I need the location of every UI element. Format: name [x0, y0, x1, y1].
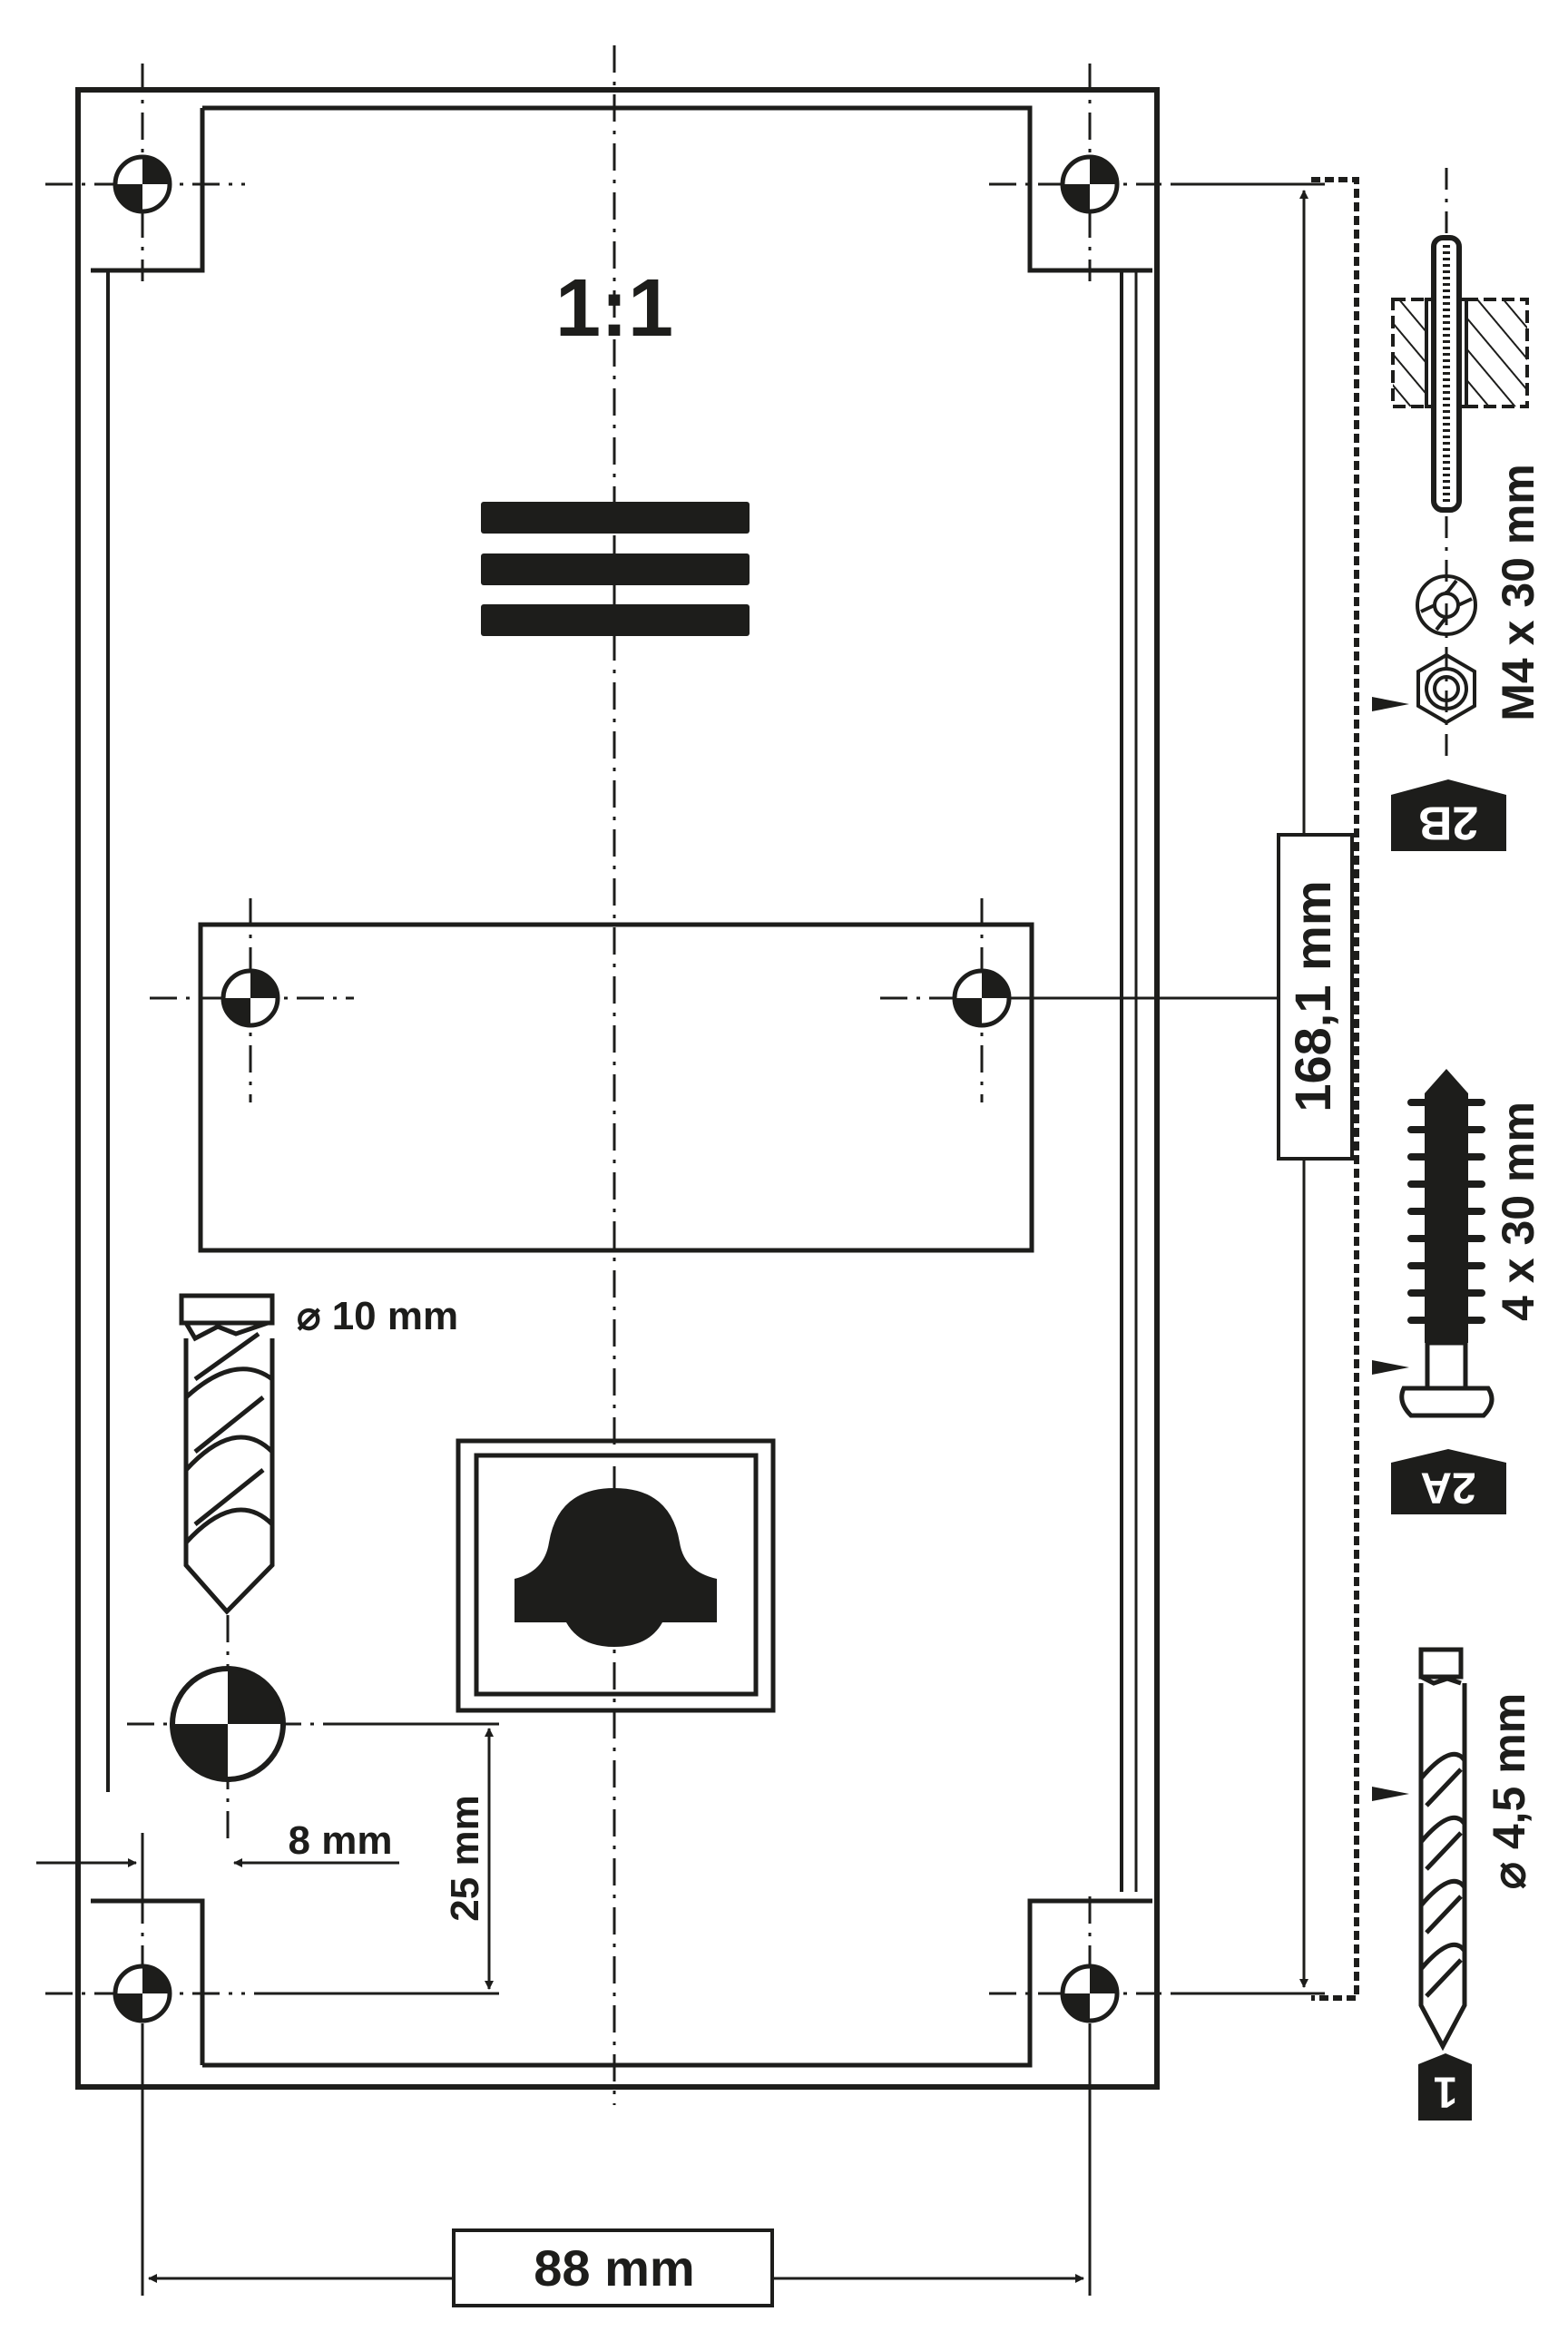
middle-plate [198, 922, 1034, 1253]
mounting-hole-top-left [115, 157, 170, 211]
svg-text:2B: 2B [1418, 796, 1478, 848]
mounting-hole-top-right [1063, 157, 1117, 211]
dim-25mm [254, 1722, 499, 1995]
screw-icon [1399, 1069, 1494, 1418]
pointer-arrow-icon [1372, 1787, 1409, 1801]
mounting-hole-mid-left [223, 971, 278, 1025]
mounting-hole-bottom-right [1063, 1966, 1117, 2021]
drill-bit-4-5mm-icon [1418, 1647, 1467, 2052]
dim-8mm-label: 8 mm [289, 1818, 393, 1863]
svg-text:2A: 2A [1420, 1463, 1475, 1511]
mounting-hole-mid-right [955, 971, 1009, 1025]
threaded-stud-icon [1391, 235, 1529, 513]
dim-height-label: 168,1 mm [1284, 880, 1341, 1112]
dim-width-label: 88 mm [534, 2239, 694, 2297]
bell-button [456, 1438, 776, 1713]
dim-25mm-label: 25 mm [443, 1795, 487, 1921]
bell-icon [514, 1488, 717, 1647]
hole-axes [45, 64, 1161, 2114]
drill-bit-10mm-icon [179, 1293, 275, 1615]
pointer-arrow-icon [1372, 697, 1409, 711]
cable-hole [170, 1666, 286, 1782]
drill-10mm-label: ⌀ 10 mm [297, 1294, 458, 1338]
scale-label: 1:1 [555, 263, 673, 354]
hardware-2a-label: 4 x 30 mm [1493, 1102, 1544, 1321]
svg-text:1: 1 [1434, 2067, 1458, 2115]
badge-2a: 2A [1391, 1449, 1506, 1514]
hardware-1-label: ⌀ 4,5 mm [1484, 1693, 1534, 1889]
hardware-2b-label: M4 x 30 mm [1493, 464, 1544, 720]
hex-nut-icon [1416, 652, 1476, 725]
badge-2b: 2B [1391, 779, 1506, 851]
badge-1: 1 [1418, 2053, 1472, 2121]
housing-outline [75, 87, 1160, 2090]
lock-washer-icon [1416, 574, 1477, 636]
dim-8mm [36, 1833, 399, 1896]
dim-height-box [1277, 833, 1354, 1161]
dim-width-box [452, 2228, 774, 2307]
pointer-arrow-icon [1372, 1360, 1409, 1375]
mounting-hole-bottom-left [115, 1966, 170, 2021]
speaker-grille [481, 502, 750, 636]
